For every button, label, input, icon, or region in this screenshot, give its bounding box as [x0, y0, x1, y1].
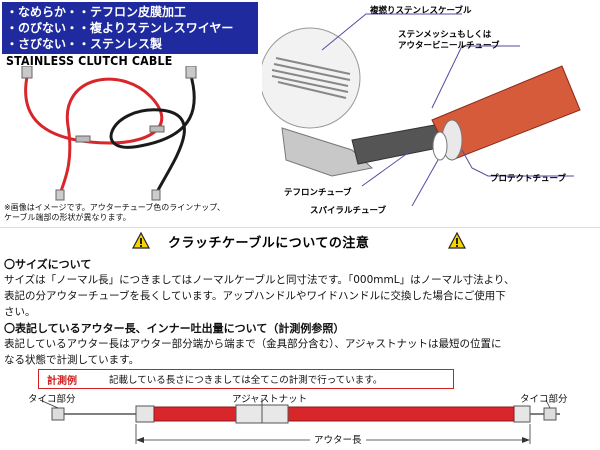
label-spiral-tube: スパイラルチューブ: [310, 206, 386, 216]
measure-text: 表記しているアウター長はアウター部分端から端まで（金具部分含む）、アジャストナッ…: [4, 338, 502, 350]
measure-example-text: 記載している長さにつきましては全てこの計測で行っています。: [109, 375, 383, 386]
label-outer-tube: ステンメッシュもしくは: [398, 30, 492, 40]
right-end-label: タイコ部分: [520, 394, 568, 405]
measure-example-box: 計測例 記載している長さにつきましては全てこの計測で行っています。: [38, 369, 454, 389]
feature-item: ・さびない・・ステンレス製: [6, 37, 163, 51]
cable-cross-section-art: [259, 13, 581, 207]
feature-item: ・なめらか・・テフロン皮膜加工: [6, 5, 187, 19]
label-teflon-tube: テフロンチューブ: [284, 188, 352, 198]
measure-example-label: 計測例: [47, 376, 77, 387]
size-heading: 〇サイズについて: [4, 258, 92, 271]
cable-structure-diagram: 複撚りステンレスケーブル ステンメッシュもしくは アウタービニールチューブ テフ…: [259, 0, 600, 226]
feature-item: ・のびない・・複よりステンレスワイヤー: [6, 21, 234, 35]
warning-icon: [132, 232, 150, 249]
feature-box: ・なめらか・・テフロン皮膜加工 ・のびない・・複よりステンレスワイヤー ・さびな…: [2, 2, 258, 54]
image-note: ※画像はイメージです。アウターチューブ色のラインナップ、: [4, 203, 226, 212]
measure-text: なる状態で計測しています。: [4, 354, 140, 366]
caution-bar: クラッチケーブルについての注意: [0, 227, 600, 254]
product-title: STAINLESS CLUTCH CABLE: [6, 54, 173, 68]
left-end-label: タイコ部分: [28, 394, 76, 405]
size-text: サイズは「ノーマル長」につきましてはノーマルケーブルと同寸法です。「000mmL…: [4, 274, 515, 286]
cable-product-image: [21, 66, 197, 201]
size-text: さい。: [4, 306, 36, 318]
outer-length-label: アウター長: [310, 432, 366, 446]
size-text: 表記の分アウターチューブを長くしています。アップハンドルやワイドハンドルに交換し…: [4, 290, 506, 302]
label-outer-tube-2: アウタービニールチューブ: [398, 41, 500, 51]
image-note: ケーブル端部の形状が異なります。: [4, 213, 131, 222]
label-protect-tube: プロテクトチューブ: [490, 174, 566, 184]
adjust-nut-label: アジャストナット: [232, 394, 308, 405]
caution-title: クラッチケーブルについての注意: [168, 236, 370, 251]
measure-heading: 〇表記しているアウター長、インナー吐出量について（計測例参照）: [4, 322, 345, 335]
label-stranded-cable: 複撚りステンレスケーブル: [370, 6, 472, 16]
warning-icon: [448, 232, 466, 249]
